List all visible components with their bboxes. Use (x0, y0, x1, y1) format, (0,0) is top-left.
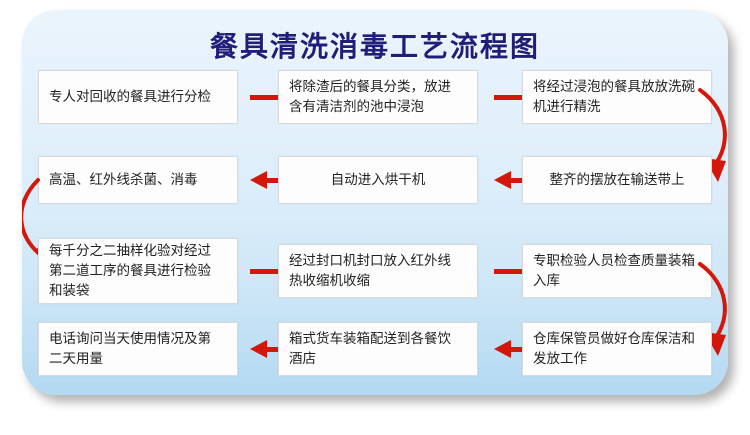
flow-step-box-5[interactable]: 自动进入烘干机 (278, 156, 478, 204)
arrow-shaft (250, 269, 282, 274)
flow-step-box-12[interactable]: 电话询问当天使用情况及第二天用量 (38, 322, 238, 376)
flow-step-text-3: 将经过浸泡的餐具放放洗碗机进行精洗 (533, 79, 695, 114)
flow-step-box-8[interactable]: 经过封口机封口放入红外线热收缩机收缩 (278, 244, 478, 298)
flow-step-text-10: 仓库保管员做好仓库保洁和发放工作 (533, 331, 695, 366)
flow-step-box-4[interactable]: 整齐的摆放在输送带上 (522, 156, 712, 204)
flow-step-text-12: 电话询问当天使用情况及第二天用量 (49, 331, 211, 366)
flow-step-text-11: 箱式货车装箱配送到各餐饮酒店 (289, 331, 451, 366)
flow-step-box-11[interactable]: 箱式货车装箱配送到各餐饮酒店 (278, 322, 478, 376)
flow-step-box-3[interactable]: 将经过浸泡的餐具放放洗碗机进行精洗 (522, 70, 712, 124)
flow-step-box-6[interactable]: 高温、红外线杀菌、消毒 (38, 156, 238, 204)
flow-step-text-7: 每千分之二抽样化验对经过第二道工序的餐具进行检验和装袋 (49, 243, 211, 298)
arrow-shaft (494, 269, 526, 274)
arrow-shaft (250, 95, 282, 100)
arrow-head (250, 171, 267, 189)
arrow-shaft (494, 95, 526, 100)
page-title: 餐具清洗消毒工艺流程图 (209, 31, 540, 62)
flowchart-panel: 餐具清洗消毒工艺流程图 专人对回收的餐具进行分检 将除渣后的餐具分类，放进含有清… (22, 10, 728, 395)
arrow-head (250, 340, 267, 358)
arrow-head (494, 171, 511, 189)
flow-step-text-9: 专职检验人员检查质量装箱入库 (533, 253, 695, 288)
flow-step-box-10[interactable]: 仓库保管员做好仓库保洁和发放工作 (522, 322, 712, 376)
flow-step-box-7[interactable]: 每千分之二抽样化验对经过第二道工序的餐具进行检验和装袋 (38, 238, 238, 304)
flow-step-text-5: 自动进入烘干机 (330, 172, 426, 187)
arrow-head (494, 340, 511, 358)
flow-step-text-2: 将除渣后的餐具分类，放进含有清洁剂的池中浸泡 (289, 79, 451, 114)
flow-step-text-1: 专人对回收的餐具进行分检 (49, 89, 211, 104)
flow-step-text-6: 高温、红外线杀菌、消毒 (49, 172, 198, 187)
flow-step-box-9[interactable]: 专职检验人员检查质量装箱入库 (522, 244, 712, 298)
flow-step-text-4: 整齐的摆放在输送带上 (549, 172, 685, 187)
flow-step-text-8: 经过封口机封口放入红外线热收缩机收缩 (289, 253, 451, 288)
flow-step-box-1[interactable]: 专人对回收的餐具进行分检 (38, 70, 238, 124)
flow-step-box-2[interactable]: 将除渣后的餐具分类，放进含有清洁剂的池中浸泡 (278, 70, 478, 124)
